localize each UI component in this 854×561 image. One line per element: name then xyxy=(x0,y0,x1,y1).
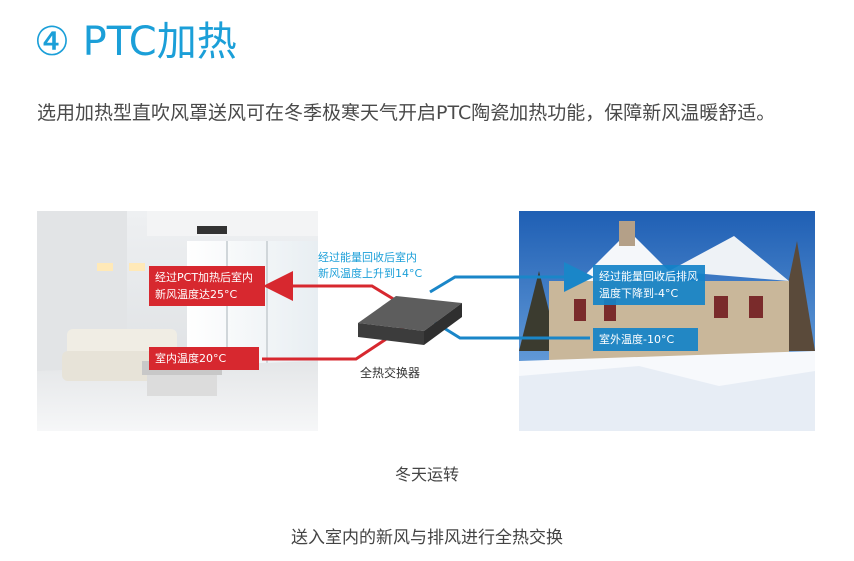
summary-caption: 送入室内的新风与排风进行全热交换 xyxy=(291,528,563,548)
section-title-text: PTC加热 xyxy=(82,19,237,65)
outdoor-exhaust-temp-label: 经过能量回收后排风 温度下降到-4°C xyxy=(593,265,705,305)
recovery-note: 经过能量回收后室内 新风温度上升到14°C xyxy=(318,250,422,282)
indoor-room-image: 经过PCT加热后室内 新风温度达25°C 室内温度20°C xyxy=(37,211,318,431)
section-number: ④ xyxy=(34,19,70,65)
indoor-supply-temp-label: 经过PCT加热后室内 新风温度达25°C xyxy=(149,266,265,306)
heat-exchanger-icon xyxy=(358,296,462,345)
outdoor-exhaust-line-1: 经过能量回收后排风 xyxy=(599,270,698,283)
warm-supply-arrow xyxy=(263,271,401,305)
outdoor-winter-image: 经过能量回收后排风 温度下降到-4°C 室外温度-10°C xyxy=(519,211,815,431)
operation-mode-caption: 冬天运转 xyxy=(394,465,459,484)
exchanger-label: 全热交换器 xyxy=(360,366,421,380)
indoor-supply-line-2: 新风温度达25°C xyxy=(155,288,238,301)
outdoor-exhaust-line-2: 温度下降到-4°C xyxy=(599,287,679,300)
indoor-supply-line-1: 经过PCT加热后室内 xyxy=(155,271,254,284)
recovery-note-line-2: 新风温度上升到14°C xyxy=(318,267,423,280)
outdoor-temp-label: 室外温度-10°C xyxy=(593,328,698,351)
exhaust-arrow xyxy=(429,262,594,294)
recovery-note-line-1: 经过能量回收后室内 xyxy=(318,251,417,264)
description-text: 选用加热型直吹风罩送风可在冬季极寒天气开启PTC陶瓷加热功能，保障新风温暖舒适。 xyxy=(37,102,776,124)
indoor-temp-label: 室内温度20°C xyxy=(149,347,259,370)
section-title: ④ PTC加热 xyxy=(34,16,237,68)
